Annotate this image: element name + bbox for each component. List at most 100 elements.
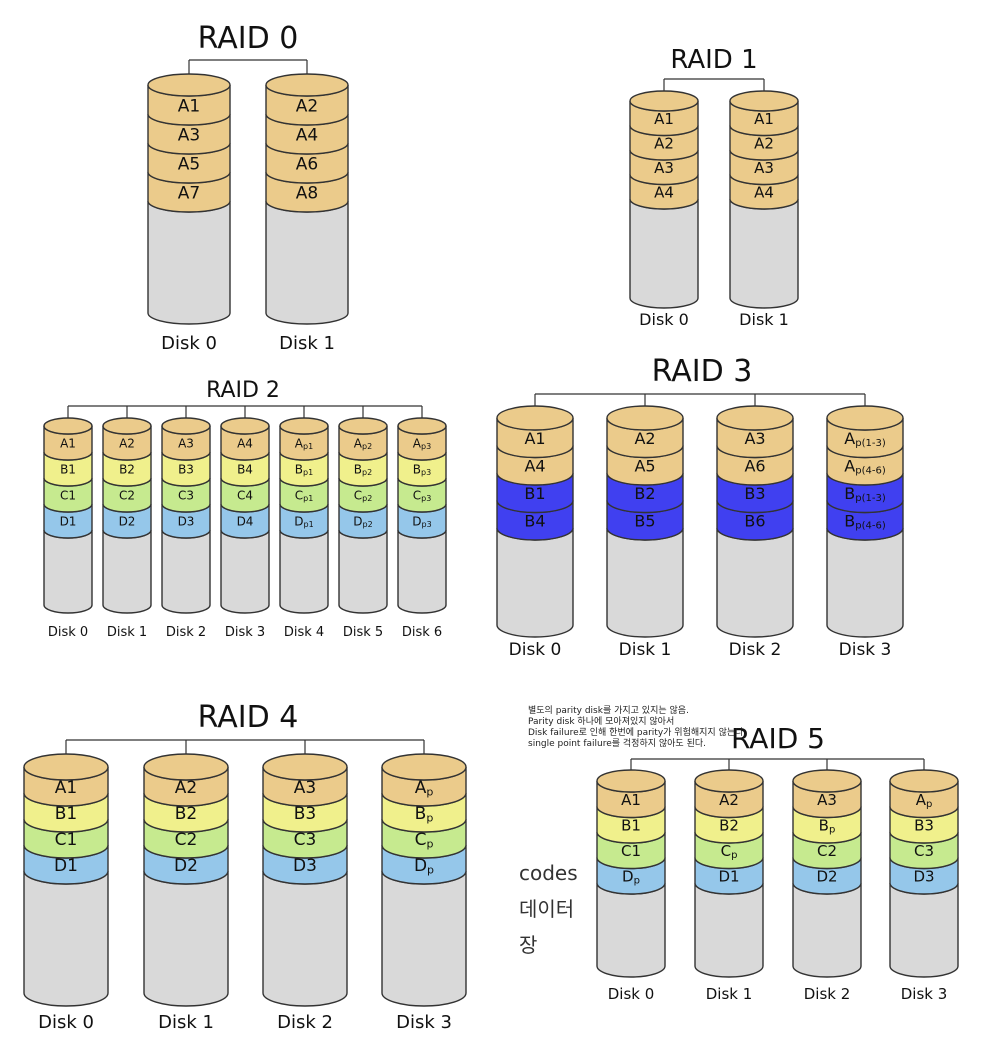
block-label: B1 xyxy=(524,484,545,503)
disk-label: Disk 2 xyxy=(166,625,206,640)
disk-body xyxy=(265,200,349,325)
disk-label: Disk 2 xyxy=(277,1012,333,1033)
disk-top-cap xyxy=(102,417,152,435)
block-label: A1 xyxy=(55,778,77,798)
block-label: B3 xyxy=(914,817,934,835)
block-label: A2 xyxy=(719,791,739,809)
block-label: B1 xyxy=(60,463,76,477)
block-label: B2 xyxy=(119,463,135,477)
block-label: B1 xyxy=(55,804,77,824)
disk-body xyxy=(826,527,904,638)
disk-body xyxy=(381,870,467,1007)
block-label: C1 xyxy=(55,830,78,850)
disk-body xyxy=(143,870,229,1007)
raid-title: RAID 3 xyxy=(652,354,753,389)
disk-top-cap xyxy=(729,90,799,112)
raid-title: RAID 4 xyxy=(198,700,299,735)
disk-top-cap xyxy=(147,73,231,97)
disk-top-cap xyxy=(826,405,904,431)
block-label: B2 xyxy=(634,484,655,503)
block-label: A3 xyxy=(294,778,316,798)
disk-label: Disk 0 xyxy=(48,625,88,640)
block-label: A2 xyxy=(175,778,197,798)
block-label: A1 xyxy=(754,110,774,128)
disk-body xyxy=(716,527,794,638)
block-label: B4 xyxy=(237,463,253,477)
block-label: B2 xyxy=(719,817,739,835)
disk-label: Disk 3 xyxy=(225,625,265,640)
block-label: A1 xyxy=(654,110,674,128)
block-label: C3 xyxy=(914,842,934,860)
block-label: A7 xyxy=(178,184,200,204)
disk-label: Disk 3 xyxy=(839,640,892,660)
block-label: C2 xyxy=(175,830,198,850)
block-label: B1 xyxy=(621,817,641,835)
disk-label: Disk 1 xyxy=(739,310,789,329)
disk-body xyxy=(889,882,959,978)
disk-body xyxy=(147,200,231,325)
raid-title: RAID 2 xyxy=(206,378,280,403)
block-label: A1 xyxy=(60,437,76,451)
block-label: B3 xyxy=(294,804,316,824)
block-label: D1 xyxy=(54,856,78,876)
block-label: D3 xyxy=(293,856,317,876)
disk-body xyxy=(792,882,862,978)
disk-label: Disk 1 xyxy=(619,640,672,660)
raid-title: RAID 5 xyxy=(731,722,825,755)
block-label: B2 xyxy=(175,804,197,824)
block-label: A3 xyxy=(654,159,674,177)
block-label: C2 xyxy=(119,489,135,503)
block-label: A4 xyxy=(754,184,774,202)
disk-body xyxy=(629,198,699,309)
raid5-annotation-note: 별도의 parity disk를 가지고 있지는 않음. Parity disk… xyxy=(528,706,788,750)
disk-body xyxy=(220,529,270,614)
block-label: D3 xyxy=(913,868,934,886)
disk-label: Disk 5 xyxy=(343,625,383,640)
block-label: A2 xyxy=(296,97,318,117)
disk-body xyxy=(279,529,329,614)
block-label: A4 xyxy=(524,456,545,475)
block-label: B5 xyxy=(634,511,655,530)
disk-body xyxy=(102,529,152,614)
block-label: A3 xyxy=(178,437,194,451)
note-line: 별도의 parity disk를 가지고 있지는 않음. xyxy=(528,706,689,716)
disk-top-cap xyxy=(694,769,764,793)
block-label: A6 xyxy=(296,155,318,175)
block-label: D2 xyxy=(816,868,837,886)
note-line: Parity disk 하나에 모아져있지 않아서 xyxy=(528,717,675,727)
cropped-word: 데이터 xyxy=(519,897,575,921)
disk-label: Disk 4 xyxy=(284,625,324,640)
block-label: A2 xyxy=(119,437,135,451)
block-label: C1 xyxy=(60,489,76,503)
disk-label: Disk 3 xyxy=(901,985,948,1003)
block-label: D2 xyxy=(119,515,136,529)
disk-top-cap xyxy=(889,769,959,793)
disk-label: Disk 0 xyxy=(509,640,562,660)
block-label: D1 xyxy=(718,868,739,886)
block-label: A1 xyxy=(178,97,200,117)
disk-top-cap xyxy=(397,417,447,435)
cropped-word: 장 xyxy=(519,933,538,957)
disk-body xyxy=(43,529,93,614)
block-label: A1 xyxy=(524,429,545,448)
disk-body xyxy=(161,529,211,614)
block-label: A4 xyxy=(296,126,318,146)
disk-top-cap xyxy=(792,769,862,793)
note-line: Disk failure로 인해 한번에 parity가 위험해지지 않는다. xyxy=(528,728,747,738)
block-label: A4 xyxy=(237,437,253,451)
